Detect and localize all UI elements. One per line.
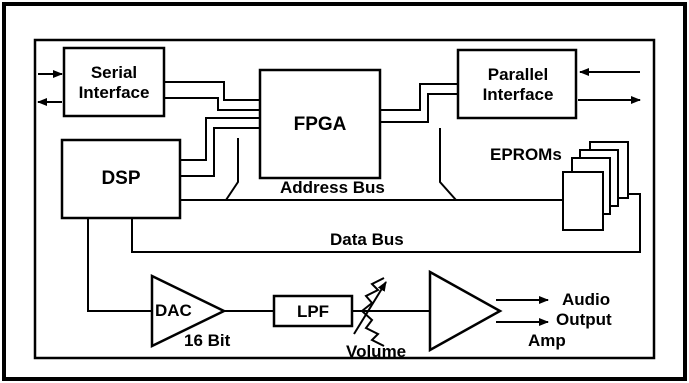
serial-interface-box bbox=[62, 46, 166, 118]
dsp-box bbox=[60, 138, 182, 220]
amp-label: Amp bbox=[528, 331, 566, 350]
inner-frame bbox=[33, 38, 656, 360]
dac-triangle bbox=[150, 274, 227, 348]
serial-interface-label-2: Interface bbox=[79, 83, 150, 102]
parallel-interface-label-2: Interface bbox=[483, 85, 554, 104]
data-bus-line bbox=[131, 193, 641, 253]
parallel-interface-label-1: Parallel bbox=[488, 65, 549, 84]
dsp-label: DSP bbox=[101, 168, 140, 189]
amp-triangle bbox=[428, 269, 503, 353]
fpga-to-parallel-line-b bbox=[380, 93, 458, 123]
dsp-to-fpga-line-a bbox=[180, 117, 260, 161]
eproms-stack bbox=[562, 141, 629, 231]
serial-to-fpga-line-a bbox=[164, 81, 260, 101]
audio-output-label-1: Audio bbox=[562, 290, 610, 309]
dac-label: DAC bbox=[155, 301, 192, 320]
eprom-card-1 bbox=[562, 171, 604, 231]
dsp-to-fpga-line-b bbox=[180, 127, 260, 177]
eproms-label: EPROMs bbox=[490, 145, 562, 164]
dsp-to-dac-line bbox=[87, 218, 152, 312]
fpga-address-right bbox=[439, 128, 457, 201]
audio-output-label-2: Output bbox=[556, 310, 612, 329]
serial-interface-label-1: Serial bbox=[91, 63, 137, 82]
fpga-to-parallel-line-a bbox=[380, 83, 458, 111]
volume-potentiometer bbox=[353, 277, 387, 347]
fpga-box bbox=[258, 68, 382, 180]
serial-to-fpga-line-b bbox=[164, 97, 260, 111]
fpga-address-left bbox=[225, 138, 239, 201]
volume-label: Volume bbox=[346, 342, 406, 361]
address-bus-label: Address Bus bbox=[280, 178, 385, 197]
lpf-label: LPF bbox=[297, 302, 329, 321]
fpga-label: FPGA bbox=[294, 114, 347, 135]
dac-sublabel: 16 Bit bbox=[184, 331, 231, 350]
data-bus-label: Data Bus bbox=[330, 230, 404, 249]
parallel-interface-box bbox=[456, 48, 578, 120]
